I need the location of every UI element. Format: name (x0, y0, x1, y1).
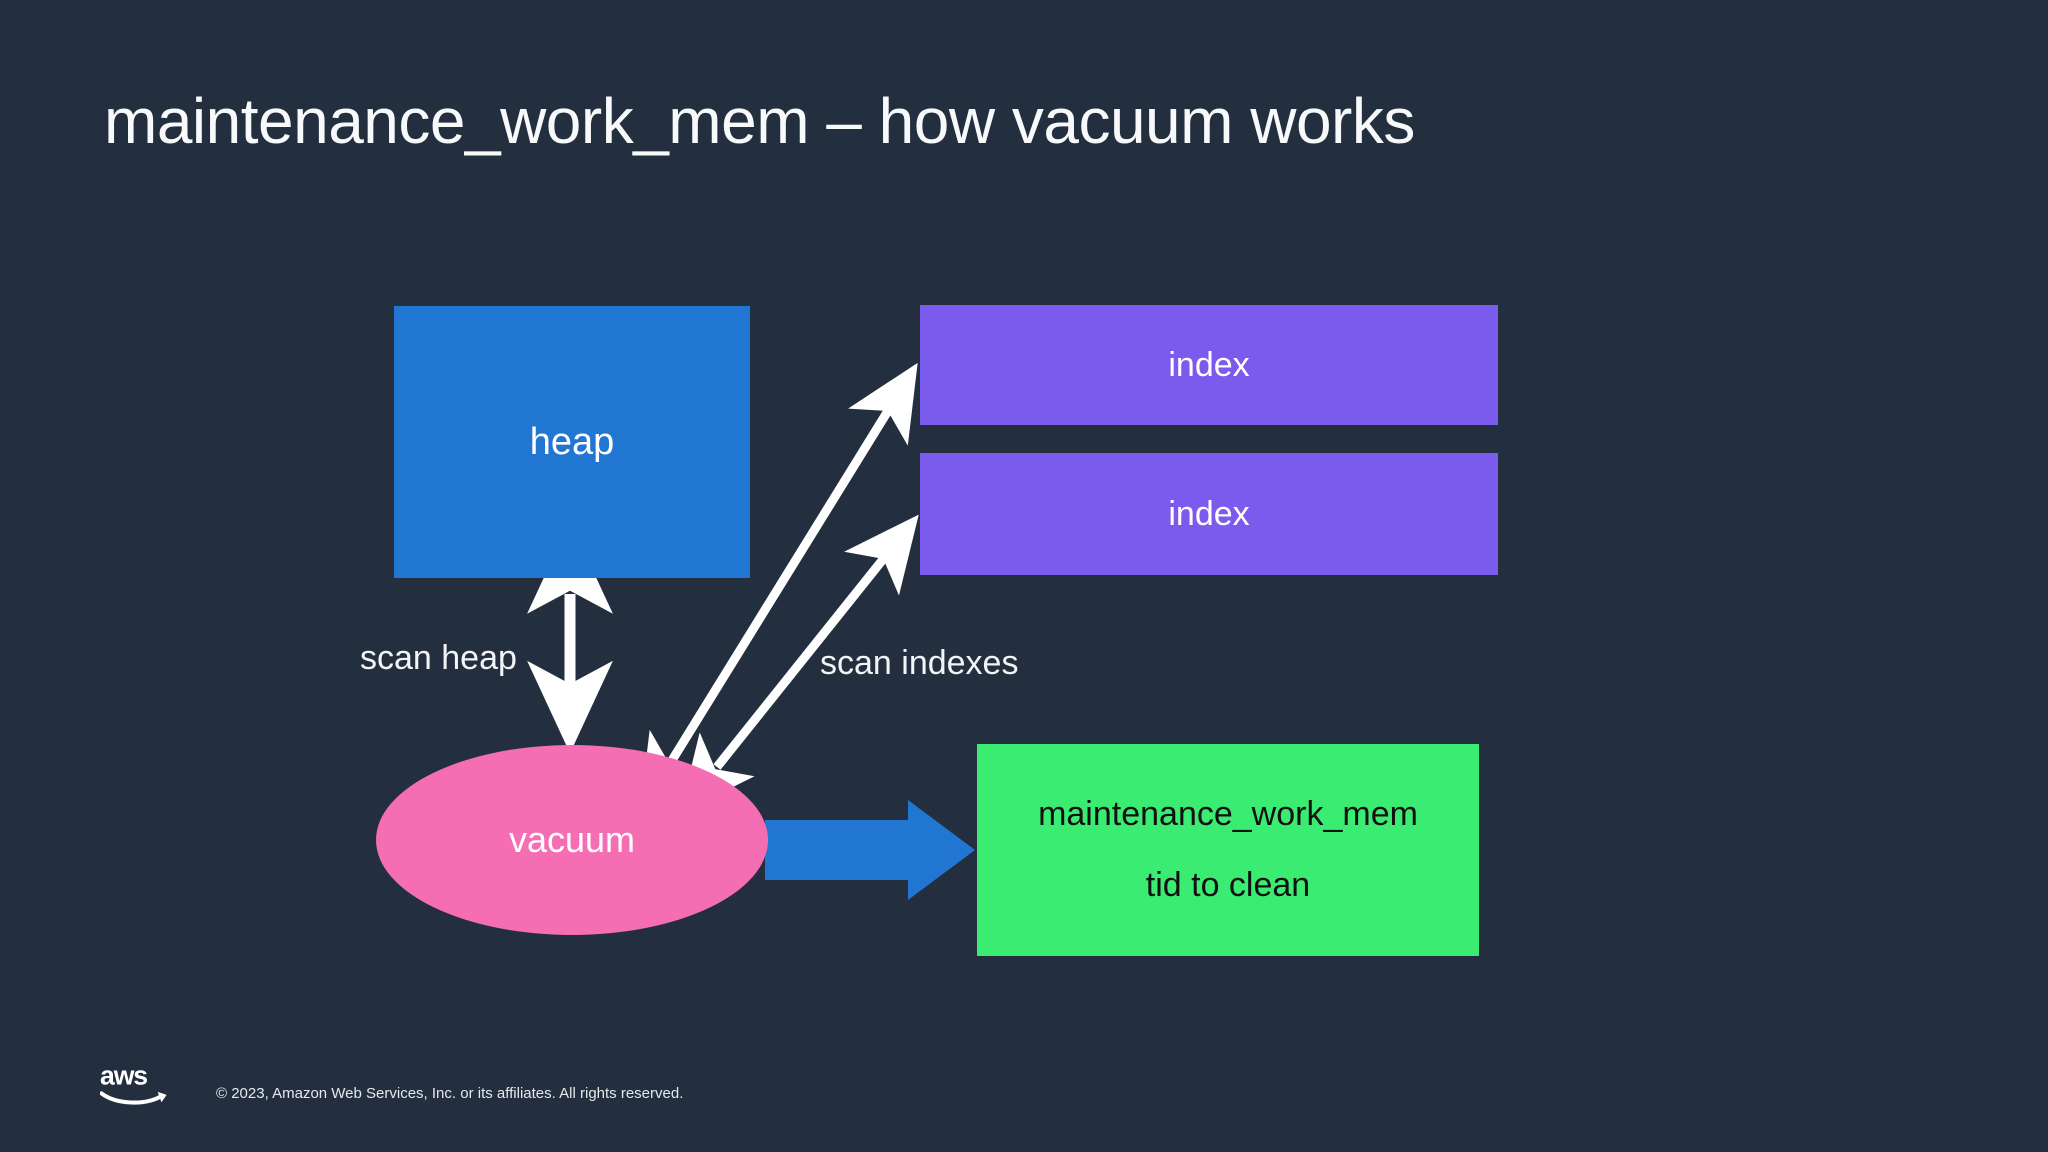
page-title: maintenance_work_mem – how vacuum works (104, 85, 1415, 157)
svg-text:aws: aws (100, 1060, 147, 1090)
node-index-1-label: index (1168, 345, 1250, 384)
node-mwm-label-line-2: tid to clean (1145, 866, 1311, 904)
aws-logo-icon: aws (100, 1060, 167, 1105)
node-mwm-label-line-1: maintenance_work_mem (1038, 794, 1418, 833)
edge-label-scan-indexes: scan indexes (820, 644, 1019, 682)
node-heap[interactable]: heap (394, 306, 750, 578)
node-vacuum[interactable]: vacuum (376, 745, 768, 935)
node-vacuum-label: vacuum (508, 819, 636, 860)
copyright-text: © 2023, Amazon Web Services, Inc. or its… (216, 1085, 684, 1102)
edge-label-scan-heap: scan heap (360, 639, 517, 677)
node-heap-label: heap (529, 420, 615, 463)
footer: aws © 2023, Amazon Web Services, Inc. or… (100, 1060, 683, 1106)
node-index-2-label: index (1168, 494, 1250, 533)
node-index-2[interactable]: index (920, 453, 1498, 575)
edge-vacuum-to-mwm-arrow (765, 800, 975, 900)
node-maintenance-work-mem[interactable]: maintenance_work_mem tid to clean (977, 744, 1479, 956)
node-index-1[interactable]: index (920, 305, 1498, 425)
